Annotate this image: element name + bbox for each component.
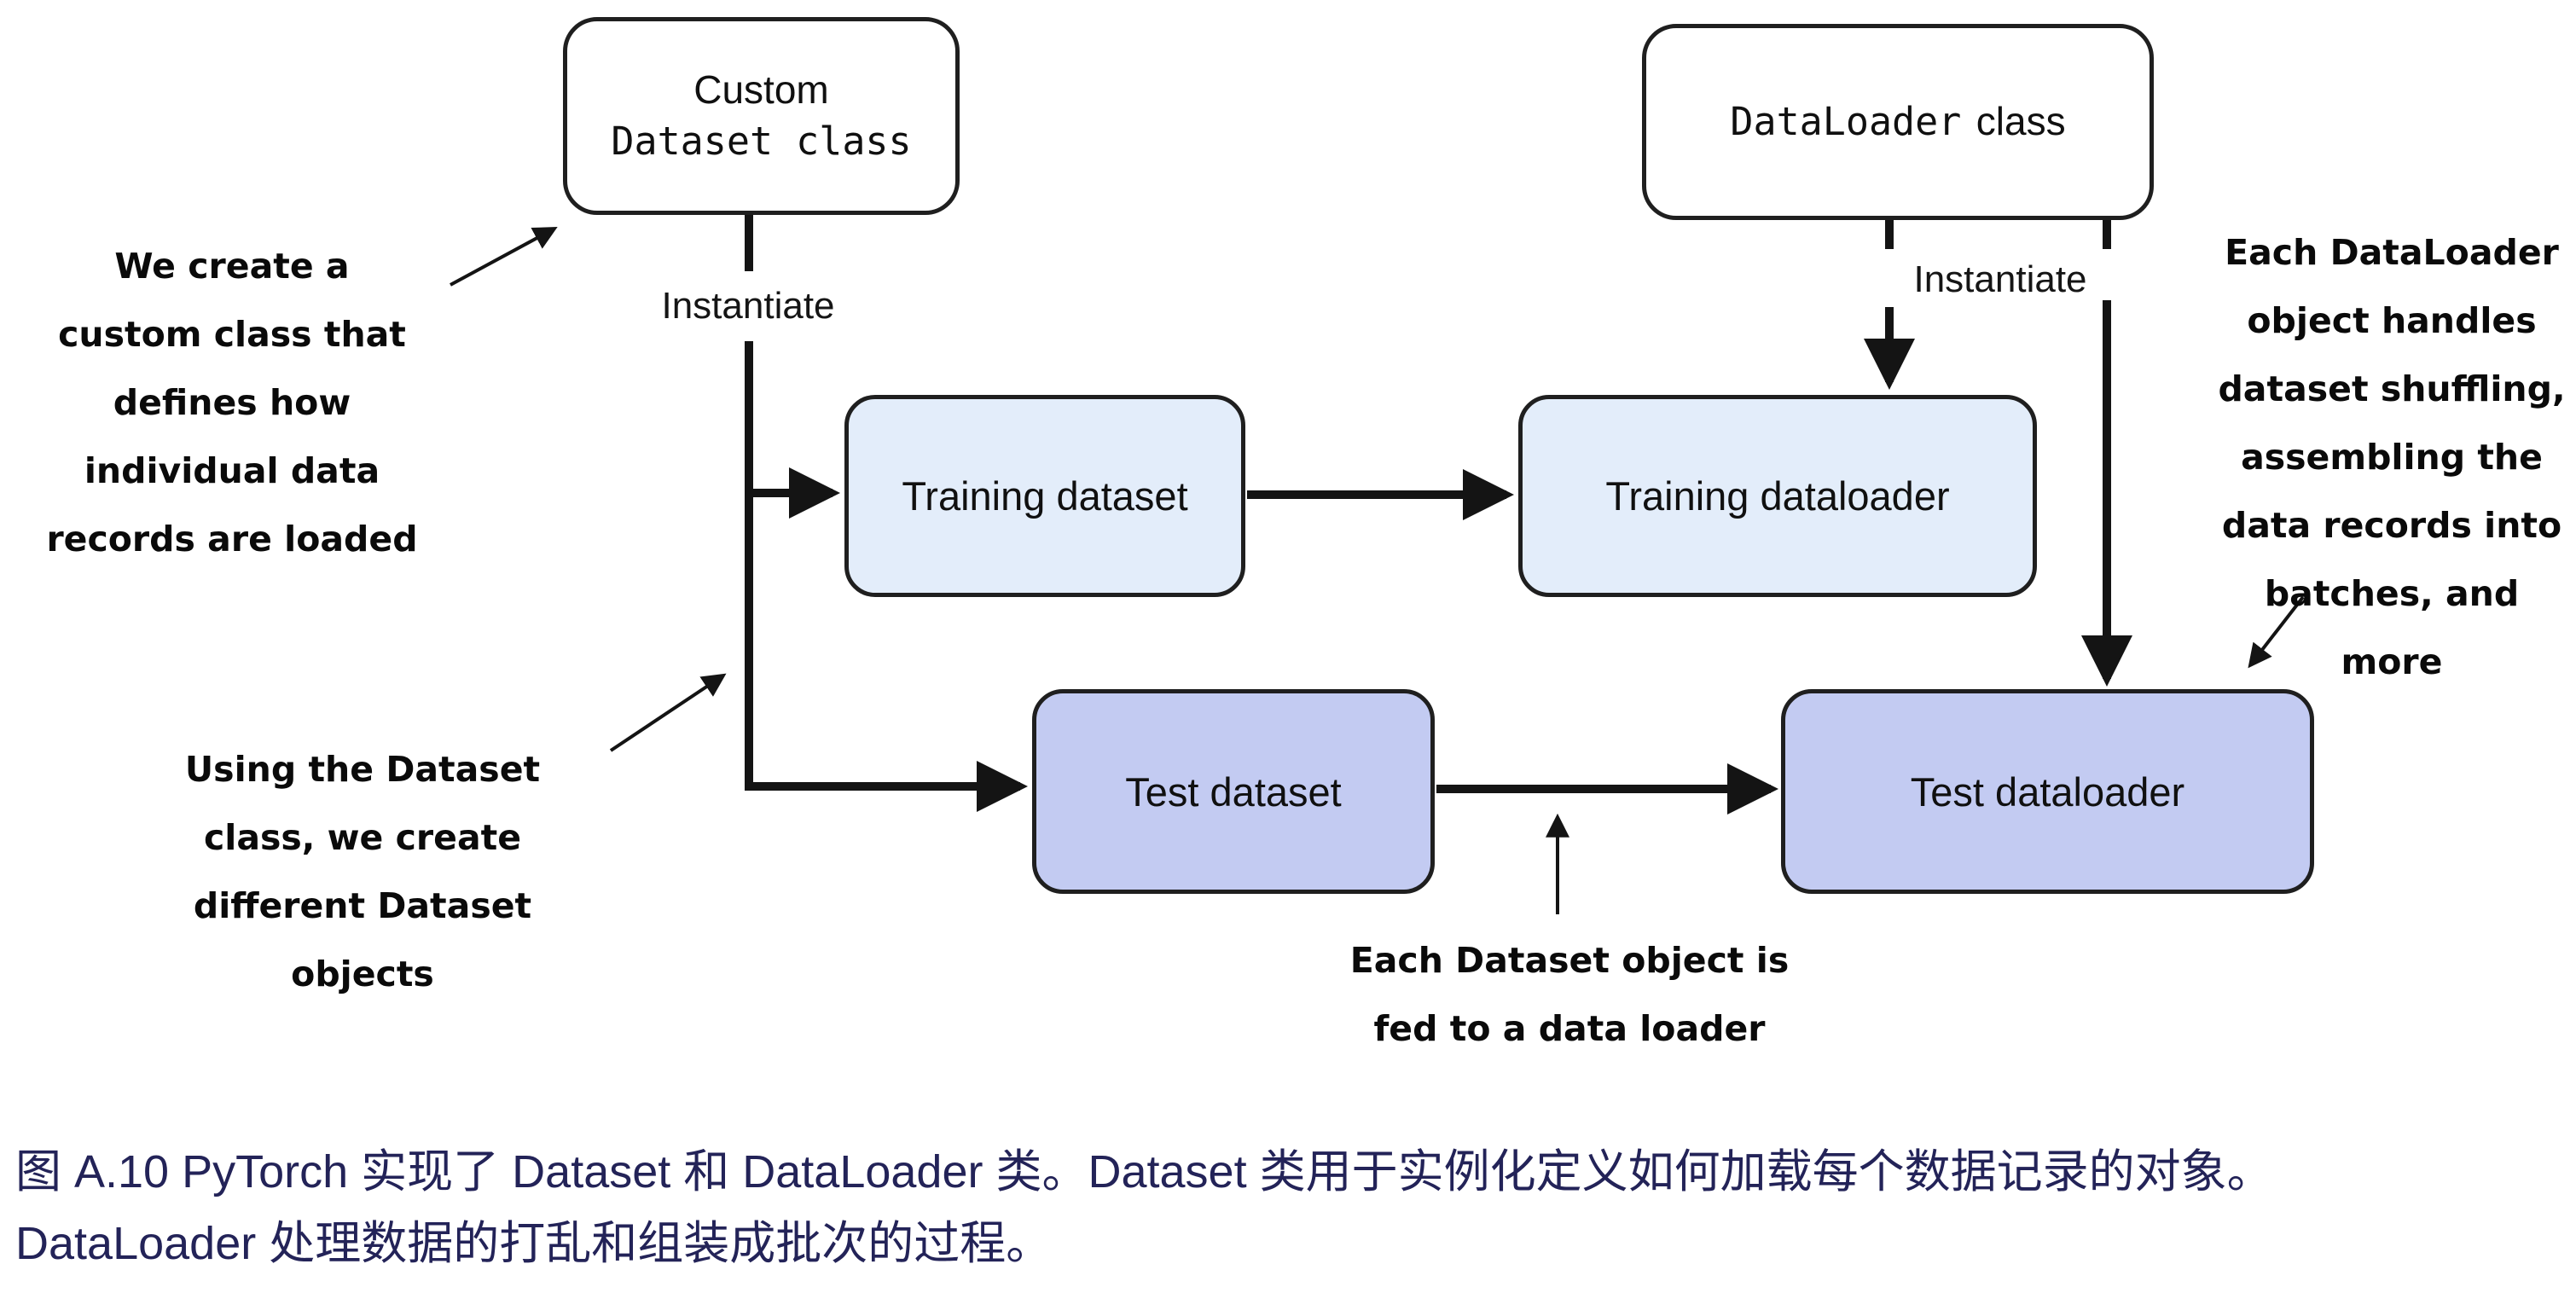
figure-caption-line2: DataLoader 处理数据的打乱和组装成批次的过程。 bbox=[15, 1218, 1053, 1269]
test-dataset-box: Test dataset bbox=[1032, 689, 1435, 894]
instantiate-label-right: Instantiate bbox=[1913, 258, 2087, 300]
test-dataset-label: Test dataset bbox=[1125, 768, 1342, 815]
custom-dataset-class-line1: Custom bbox=[693, 67, 829, 112]
note-create-custom-class-arrow bbox=[450, 227, 558, 287]
custom-dataset-class-line2: Dataset class bbox=[611, 119, 912, 164]
note-dataloader-handles-arrow bbox=[2248, 595, 2305, 669]
instantiate-label-left: Instantiate bbox=[661, 285, 835, 327]
training-dataloader-label: Training dataloader bbox=[1605, 473, 1950, 519]
dataloader-class-rest: class bbox=[1976, 99, 2066, 143]
figure-caption-line1: 图 A.10 PyTorch 实现了 Dataset 和 DataLoader … bbox=[15, 1146, 2273, 1197]
dataloader-class-box: DataLoader class bbox=[1642, 24, 2154, 220]
figure-caption: 图 A.10 PyTorch 实现了 Dataset 和 DataLoader … bbox=[15, 1136, 2273, 1279]
test-dataloader-label: Test dataloader bbox=[1910, 768, 2185, 815]
custom-dataset-class-box: Custom Dataset class bbox=[563, 17, 960, 215]
dataloader-class-code: DataLoader bbox=[1730, 99, 1962, 144]
training-dataset-label: Training dataset bbox=[902, 473, 1188, 519]
test-dataloader-box: Test dataloader bbox=[1781, 689, 2314, 894]
note-using-dataset-class-arrow bbox=[609, 673, 727, 752]
training-dataloader-box: Training dataloader bbox=[1518, 395, 2037, 597]
training-dataset-box: Training dataset bbox=[844, 395, 1245, 597]
